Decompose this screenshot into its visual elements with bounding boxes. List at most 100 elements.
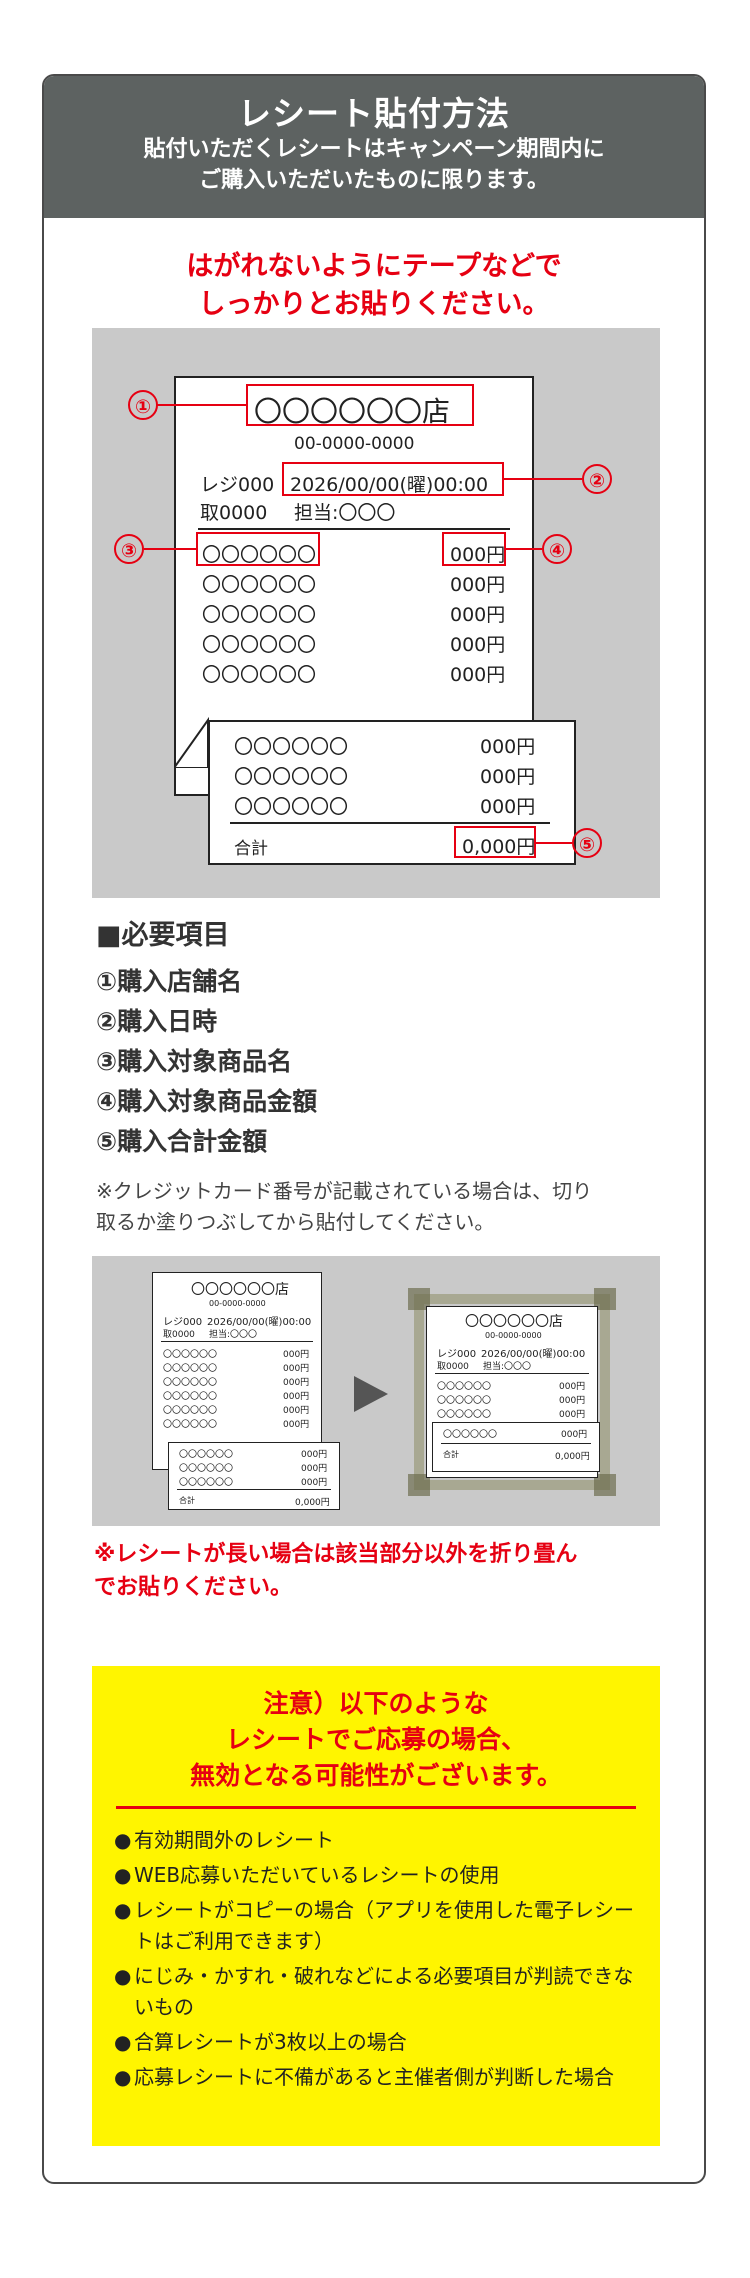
mini-item: 〇〇〇〇〇〇 [437,1382,492,1392]
bullet-icon: ● [114,2065,132,2089]
mini-item: 〇〇〇〇〇〇 [179,1450,234,1460]
mini-total-label: 合計 [443,1450,459,1459]
receipt-item-name: 〇〇〇〇〇〇 [202,574,317,596]
mini-item: 〇〇〇〇〇〇 [163,1392,218,1402]
marker-3: ③ [114,534,144,564]
tape-corner [408,1288,430,1310]
receipt-item-price: 000円 [480,796,536,818]
caution-item: ●合算レシートが3枚以上の場合 [114,2027,640,2058]
required-items: ■必要項目 ①購入店舗名 ②購入日時 ③購入対象商品名 ④購入対象商品金額 ⑤購… [96,916,317,1162]
receipt-store-name: 〇〇〇〇〇〇店 [254,395,451,428]
receipt-item-price: 000円 [480,736,536,758]
callout-line-5 [536,842,572,844]
mini-price: 000円 [283,1392,310,1402]
caution-item: ●有効期間外のレシート [114,1825,640,1856]
tape-instruction: はがれないようにテープなどで しっかりとお貼りください。 [44,248,704,324]
caution-item-text: 合算レシートが3枚以上の場合 [134,2030,407,2054]
panel-header: レシート貼付方法 貼付いただくレシートはキャンペーン期間内に ご購入いただいたも… [44,76,704,218]
caution-title-line-1: 注意）以下のような [263,1689,489,1718]
caution-title: 注意）以下のような レシートでご応募の場合、 無効となる可能性がございます。 [92,1666,660,1794]
receipt-item-name: 〇〇〇〇〇〇 [234,766,349,788]
receipt-instructions-panel: レシート貼付方法 貼付いただくレシートはキャンペーン期間内に ご購入いただいたも… [42,74,706,2184]
mini-datetime: 2026/00/00(曜)00:00 [207,1317,312,1328]
mini-item: 〇〇〇〇〇〇 [163,1420,218,1430]
mini-price: 000円 [559,1382,586,1392]
mini-divider [441,1443,591,1444]
caution-item-text: にじみ・かすれ・破れなどによる必要項目が判読できないもの [134,1964,634,2019]
fold-illustration: 〇〇〇〇〇〇店 00-0000-0000 レジ000 2026/00/00(曜)… [92,1256,660,1526]
receipt-item-price: 000円 [450,574,506,596]
marker-2: ② [582,464,612,494]
mini-total: 0,000円 [295,1498,330,1508]
mini-store-name: 〇〇〇〇〇〇店 [465,1314,563,1330]
required-item: ⑤購入合計金額 [96,1127,268,1156]
long-receipt-note-line-1: ※レシートが長い場合は該当部分以外を折り畳ん [94,1542,578,1567]
caution-item: ●レシートがコピーの場合（アプリを使用した電子レシートはご利用できます） [114,1895,640,1957]
caution-item: ●にじみ・かすれ・破れなどによる必要項目が判読できないもの [114,1961,640,2023]
bullet-icon: ● [114,1863,132,1887]
bullet-icon: ● [114,1964,132,1988]
mini-store-name: 〇〇〇〇〇〇店 [191,1282,289,1298]
mini-price: 000円 [559,1410,586,1420]
receipt-item-price: 000円 [450,544,506,566]
tape-corner [408,1474,430,1496]
receipt-item-name: 〇〇〇〇〇〇 [202,634,317,656]
mini-staff: 担当:〇〇〇 [209,1330,258,1340]
mini-price: 000円 [283,1406,310,1416]
mini-item: 〇〇〇〇〇〇 [163,1350,218,1360]
long-receipt-note: ※レシートが長い場合は該当部分以外を折り畳ん でお貼りください。 [94,1538,674,1604]
mini-item: 〇〇〇〇〇〇 [163,1364,218,1374]
receipt-transaction: 取0000 [200,502,268,524]
marker-4: ④ [542,534,572,564]
tape-instruction-line-2: しっかりとお貼りください。 [198,289,550,320]
tape-instruction-line-1: はがれないようにテープなどで [186,251,562,282]
receipt-item-price: 000円 [450,664,506,686]
receipt-total-label: 合計 [234,839,268,859]
arrow-right-icon [354,1376,388,1412]
caution-box: 注意）以下のような レシートでご応募の場合、 無効となる可能性がございます。 ●… [92,1666,660,2146]
bullet-icon: ● [114,1828,132,1852]
marker-5: ⑤ [572,828,602,858]
bullet-icon: ● [114,2030,132,2054]
receipt-divider [230,822,550,824]
required-item: ②購入日時 [96,1007,218,1036]
mini-staff: 担当:〇〇〇 [483,1362,532,1372]
caution-item-text: 有効期間外のレシート [134,1828,334,1852]
marker-1: ① [128,390,158,420]
caution-list: ●有効期間外のレシート ●WEB応募いただいているレシートの使用 ●レシートがコ… [92,1825,660,2093]
mini-phone: 00-0000-0000 [485,1331,542,1340]
receipt-item-name: 〇〇〇〇〇〇 [202,604,317,626]
receipt-item-name: 〇〇〇〇〇〇 [234,796,349,818]
panel-subtitle-line-2: ご購入いただいたものに限ります。 [199,168,549,193]
mini-price: 000円 [559,1396,586,1406]
required-items-heading: ■必要項目 [96,920,230,951]
mini-price: 000円 [283,1364,310,1374]
receipt-before-fold: 〇〇〇〇〇〇店 00-0000-0000 レジ000 2026/00/00(曜)… [152,1272,322,1470]
receipt-item-price: 000円 [450,604,506,626]
caution-title-line-2: レシートでご応募の場合、 [225,1725,526,1754]
mini-total-label: 合計 [179,1496,195,1505]
mini-item: 〇〇〇〇〇〇 [437,1410,492,1420]
receipt-divider [198,528,510,530]
mini-divider [177,1489,331,1490]
mini-price: 000円 [283,1350,310,1360]
required-item: ④購入対象商品金額 [96,1087,318,1116]
mini-item: 〇〇〇〇〇〇 [163,1406,218,1416]
highlight-store-name [246,384,474,426]
callout-line-1 [156,404,246,406]
tape-frame [414,1294,610,1490]
highlight-item-name [196,532,320,566]
mini-item: 〇〇〇〇〇〇 [179,1464,234,1474]
mini-price: 000円 [283,1378,310,1388]
highlight-total [454,826,536,858]
caution-item-text: 応募レシートに不備があると主催者側が判断した場合 [134,2065,614,2089]
highlight-item-price [442,532,506,566]
mini-price: 000円 [561,1430,588,1440]
mini-datetime: 2026/00/00(曜)00:00 [481,1349,586,1360]
mini-price: 000円 [301,1464,328,1474]
callout-line-2 [504,478,582,480]
receipt-datetime: 2026/00/00(曜)00:00 [290,474,489,496]
mini-divider [161,1341,313,1342]
mini-item: 〇〇〇〇〇〇 [179,1478,234,1488]
mini-register: レジ000 [437,1349,477,1360]
